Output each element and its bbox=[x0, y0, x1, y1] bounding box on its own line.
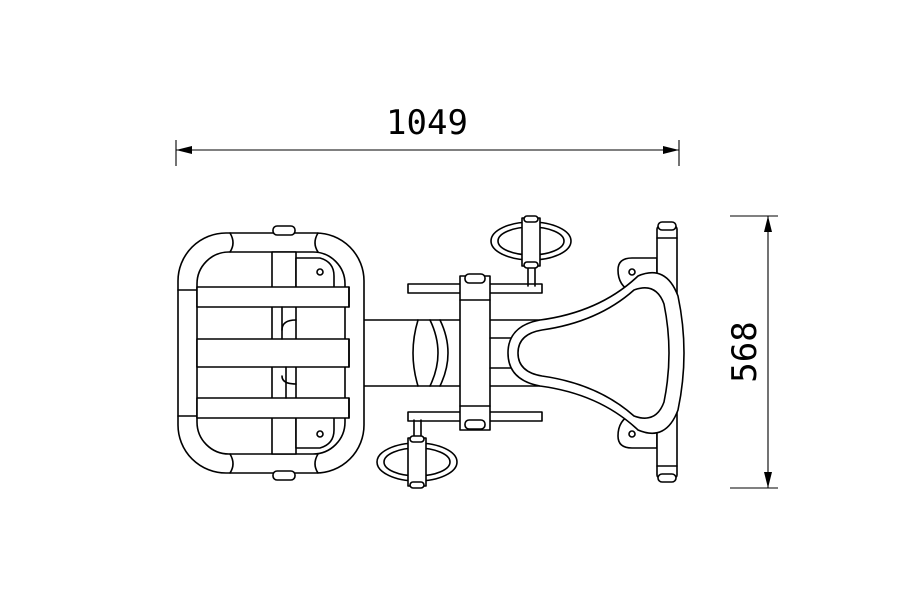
seat-frame bbox=[177, 225, 365, 481]
upper-footrest bbox=[490, 215, 572, 287]
lower-footrest bbox=[376, 419, 458, 489]
central-beam bbox=[351, 319, 541, 387]
height-dimension-label: 568 bbox=[725, 321, 765, 382]
cross-bar bbox=[407, 273, 543, 431]
width-dimension: 1049 bbox=[175, 103, 680, 166]
saddle bbox=[507, 271, 685, 435]
height-dimension: 568 bbox=[725, 215, 778, 489]
width-dimension-label: 1049 bbox=[386, 103, 468, 143]
